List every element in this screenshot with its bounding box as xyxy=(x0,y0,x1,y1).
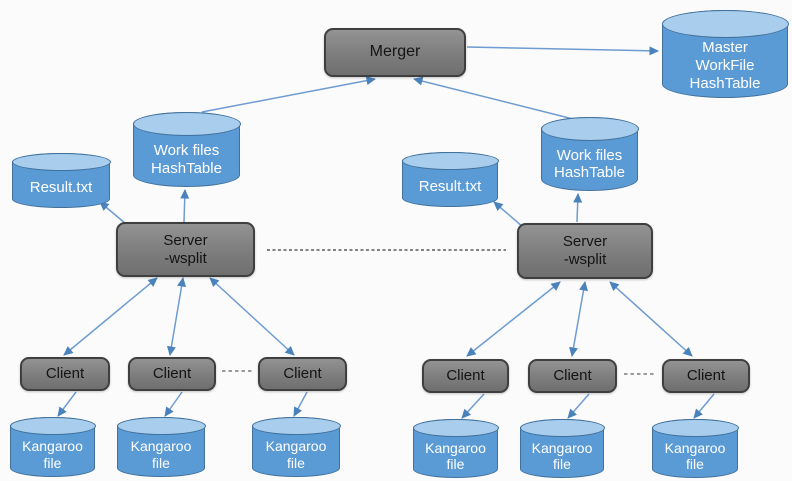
kangaroo-6-line2: file xyxy=(686,456,704,473)
kangaroo-file-store-2: Kangaroo file xyxy=(116,416,206,477)
result-txt-store-left: Result.txt xyxy=(11,152,111,208)
kangaroo-6-line1: Kangaroo xyxy=(664,439,726,456)
edge-server-right-to-result-right xyxy=(493,201,524,228)
edge-workfiles-left-to-merger xyxy=(201,76,376,113)
client-2-label: Client xyxy=(152,365,192,383)
client-6-label: Client xyxy=(686,367,726,385)
result-left-label: Result.txt xyxy=(29,179,93,197)
server-right-line2: -wsplit xyxy=(563,251,607,268)
client-node-2: Client xyxy=(128,357,216,391)
kangaroo-1-line1: Kangaroo xyxy=(22,438,83,455)
kangaroo-file-store-3: Kangaroo file xyxy=(251,416,341,477)
client-node-4: Client xyxy=(422,359,509,393)
kangaroo-2-line2: file xyxy=(152,454,170,471)
client-node-5: Client xyxy=(528,359,617,393)
workfiles-left-line2: HashTable xyxy=(151,159,222,177)
kangaroo-file-store-4: Kangaroo file xyxy=(412,418,499,478)
kangaroo-4-line2: file xyxy=(446,456,465,473)
client-node-1: Client xyxy=(20,357,110,391)
server-right-line1: Server xyxy=(562,233,608,251)
kangaroo-file-store-1: Kangaroo file xyxy=(9,416,96,477)
merger-label: Merger xyxy=(369,43,421,61)
master-label-line2: WorkFile xyxy=(695,57,755,75)
edge-server-right-to-workfiles-right xyxy=(573,193,583,223)
kangaroo-5-line1: Kangaroo xyxy=(531,439,593,456)
edge-server-left-client-1 xyxy=(63,277,158,356)
edge-workfiles-right-to-merger xyxy=(413,76,582,122)
edge-client-5-to-kangaroo-5 xyxy=(567,393,590,419)
client-node-3: Client xyxy=(258,357,347,391)
master-workfile-hashtable-store: Master WorkFile HashTable xyxy=(661,9,789,98)
kangaroo-3-line1: Kangaroo xyxy=(265,438,327,455)
master-label-line1: Master xyxy=(702,39,748,57)
server-left-line2: -wsplit xyxy=(164,249,207,267)
edge-server-right-client-6 xyxy=(609,281,693,357)
edge-server-left-to-workfiles-left xyxy=(180,189,190,223)
workfiles-left-line1: Work files xyxy=(153,142,220,159)
workfiles-right-line2: HashTable xyxy=(554,164,625,182)
kangaroo-4-line1: Kangaroo xyxy=(425,439,486,456)
server-left-line1: Server xyxy=(163,231,208,249)
client-node-6: Client xyxy=(662,359,750,393)
edge-server-left-to-result-left xyxy=(99,201,127,225)
kangaroo-3-line2: file xyxy=(287,454,305,471)
edge-client-6-to-kangaroo-6 xyxy=(693,393,715,419)
kangaroo-2-line1: Kangaroo xyxy=(130,438,192,455)
result-right-label: Result.txt xyxy=(418,178,482,196)
edge-server-left-client-3 xyxy=(209,277,295,356)
server-wsplit-node-right: Server -wsplit xyxy=(517,223,653,279)
edge-server-left-client-2 xyxy=(166,277,187,356)
client-3-label: Client xyxy=(283,365,322,383)
client-1-label: Client xyxy=(45,365,85,383)
workfiles-right-line1: Work files xyxy=(556,146,623,164)
client-5-label: Client xyxy=(553,367,592,385)
kangaroo-5-line2: file xyxy=(553,456,571,473)
edge-client-3-to-kangaroo-3 xyxy=(293,391,308,417)
merger-node: Merger xyxy=(324,28,466,77)
workfiles-hashtable-store-left: Work files HashTable xyxy=(132,111,241,187)
kangaroo-file-store-5: Kangaroo file xyxy=(519,418,605,478)
edge-server-right-client-5 xyxy=(569,281,588,357)
edge-client-1-to-kangaroo-1 xyxy=(57,391,77,417)
result-txt-store-right: Result.txt xyxy=(401,151,499,207)
workfiles-hashtable-store-right: Work files HashTable xyxy=(540,116,639,191)
server-wsplit-node-left: Server -wsplit xyxy=(116,222,255,277)
kangaroo-file-store-6: Kangaroo file xyxy=(651,418,739,478)
kangaroo-1-line2: file xyxy=(43,454,62,471)
edge-client-2-to-kangaroo-2 xyxy=(164,391,183,417)
edge-client-4-to-kangaroo-4 xyxy=(461,393,485,419)
master-label-line3: HashTable xyxy=(689,74,761,92)
edge-merger-to-master xyxy=(466,46,659,56)
client-4-label: Client xyxy=(446,367,485,385)
edge-server-right-client-4 xyxy=(466,281,561,357)
